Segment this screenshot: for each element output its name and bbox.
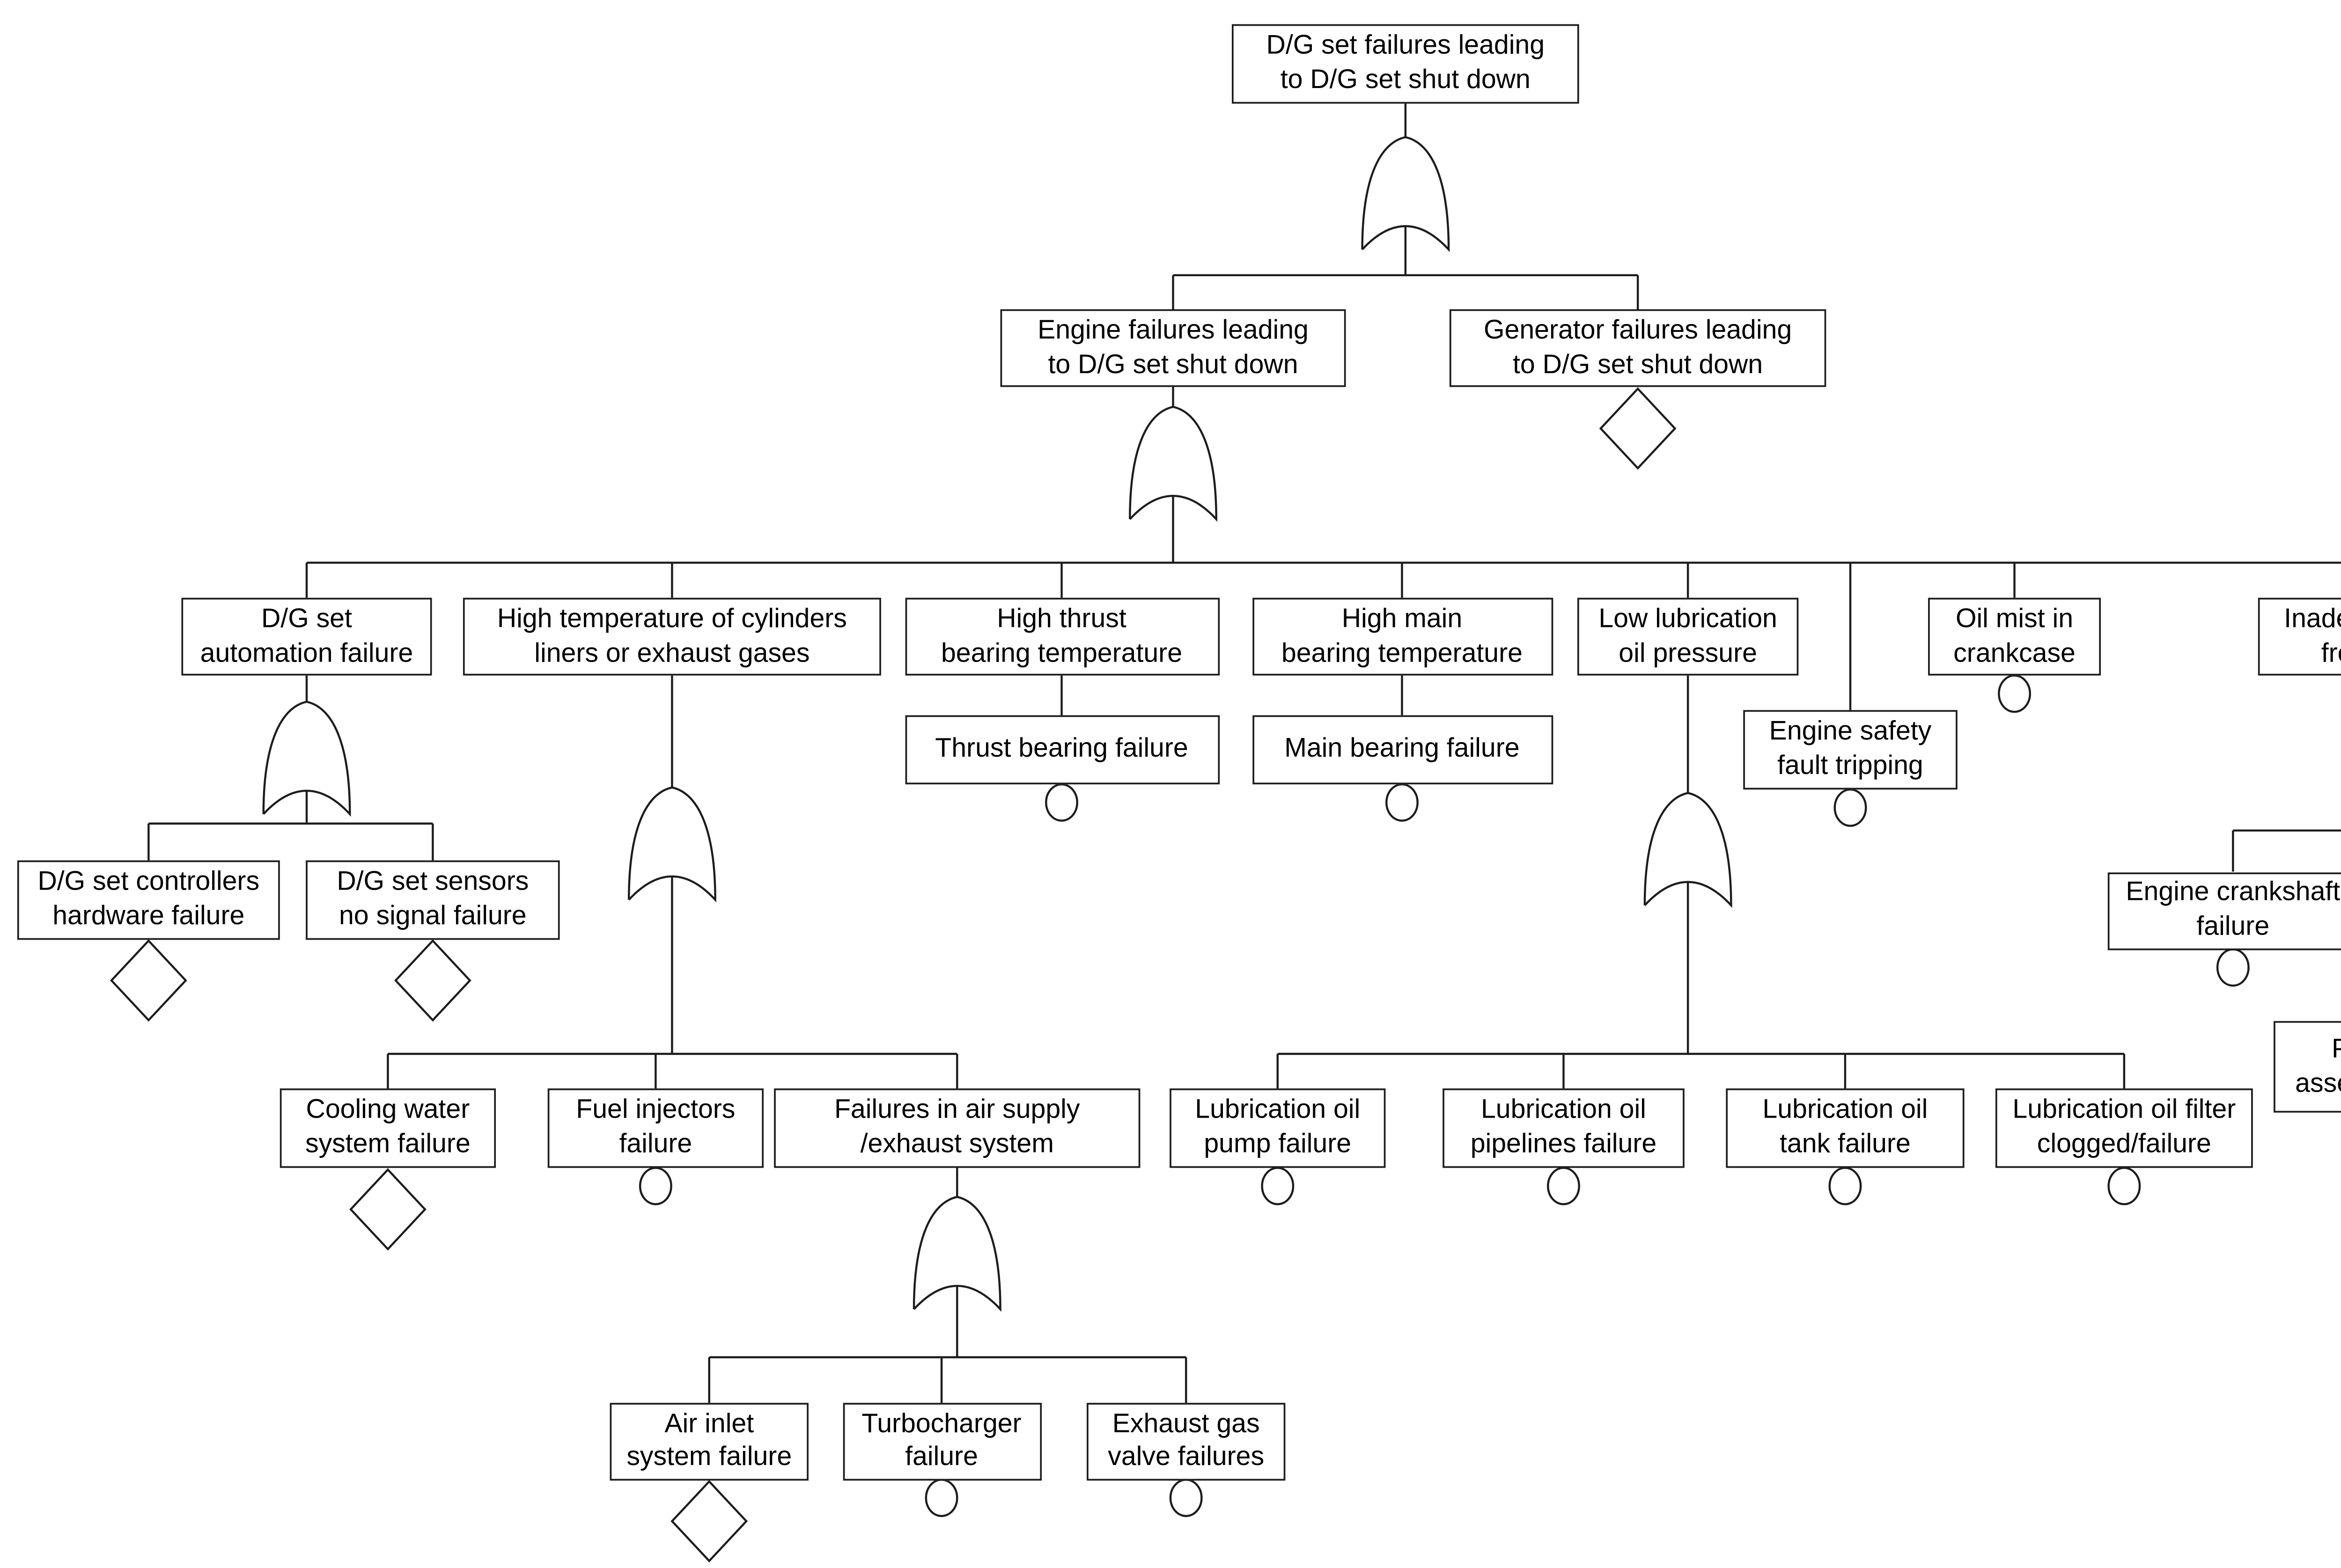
node-crankshaft: Engine crankshaft failure — [2107, 871, 2341, 950]
node-controllers: D/G set controllers hardware failure — [17, 860, 280, 939]
or-gate-icon — [262, 700, 351, 817]
or-gate-icon — [1361, 136, 1450, 252]
or-gate-icon — [913, 1196, 1001, 1312]
undeveloped-event-diamond-icon — [1599, 387, 1677, 470]
node-hightemp: High temperature of cylinders liners or … — [463, 597, 881, 676]
basic-event-circle-icon — [639, 1167, 672, 1206]
basic-event-circle-icon — [1261, 1167, 1295, 1206]
basic-event-circle-icon — [2107, 1167, 2141, 1206]
undeveloped-event-diamond-icon — [394, 939, 471, 1022]
undeveloped-event-diamond-icon — [349, 1168, 427, 1251]
node-tank: Lubrication oil tank failure — [1726, 1088, 1965, 1168]
node-sensors: D/G set sensors no signal failure — [306, 860, 560, 939]
node-thrust_temp: High thrust bearing temperature — [904, 597, 1219, 676]
or-gate-icon — [1643, 792, 1732, 908]
undeveloped-event-diamond-icon — [670, 1480, 748, 1563]
node-main_temp: High main bearing temperature — [1251, 597, 1553, 676]
basic-event-circle-icon — [2216, 948, 2250, 987]
node-inadequate: Inadequate output from engine — [2258, 597, 2341, 676]
node-oilmist: Oil mist in crankcase — [1928, 597, 2101, 676]
node-exhaust: Exhaust gas valve failures — [1087, 1403, 1286, 1480]
node-engine: Engine failures leading to D/G set shut … — [1000, 309, 1346, 387]
node-pump: Lubrication oil pump failure — [1170, 1088, 1386, 1168]
node-cooling: Cooling water system failure — [280, 1088, 496, 1168]
node-top: D/G set failures leading to D/G set shut… — [1231, 23, 1579, 103]
basic-event-circle-icon — [1828, 1167, 1862, 1206]
or-gate-icon — [1129, 405, 1217, 522]
node-generator: Generator failures leading to D/G set sh… — [1449, 309, 1826, 387]
node-injectors: Fuel injectors failure — [547, 1088, 764, 1168]
node-automation: D/G set automation failure — [181, 597, 432, 676]
node-piston: Piston rod assembly failure — [2274, 1021, 2341, 1113]
node-filter: Lubrication oil filter clogged/failure — [1995, 1088, 2253, 1168]
node-main_fail: Main bearing failure — [1251, 715, 1553, 785]
node-thrust_fail: Thrust bearing failure — [904, 715, 1219, 785]
or-gate-icon — [627, 786, 716, 903]
basic-event-circle-icon — [1547, 1167, 1580, 1206]
node-airinlet: Air inlet system failure — [610, 1403, 809, 1480]
node-lowlube: Low lubrication oil pressure — [1577, 597, 1799, 676]
basic-event-circle-icon — [1385, 783, 1419, 822]
basic-event-circle-icon — [1045, 783, 1078, 822]
undeveloped-event-diamond-icon — [110, 939, 187, 1022]
node-turbo: Turbocharger failure — [842, 1403, 1041, 1480]
node-airsupply: Failures in air supply /exhaust system — [774, 1088, 1141, 1168]
node-safety: Engine safety fault tripping — [1743, 710, 1958, 790]
node-pipelines: Lubrication oil pipelines failure — [1443, 1088, 1685, 1168]
